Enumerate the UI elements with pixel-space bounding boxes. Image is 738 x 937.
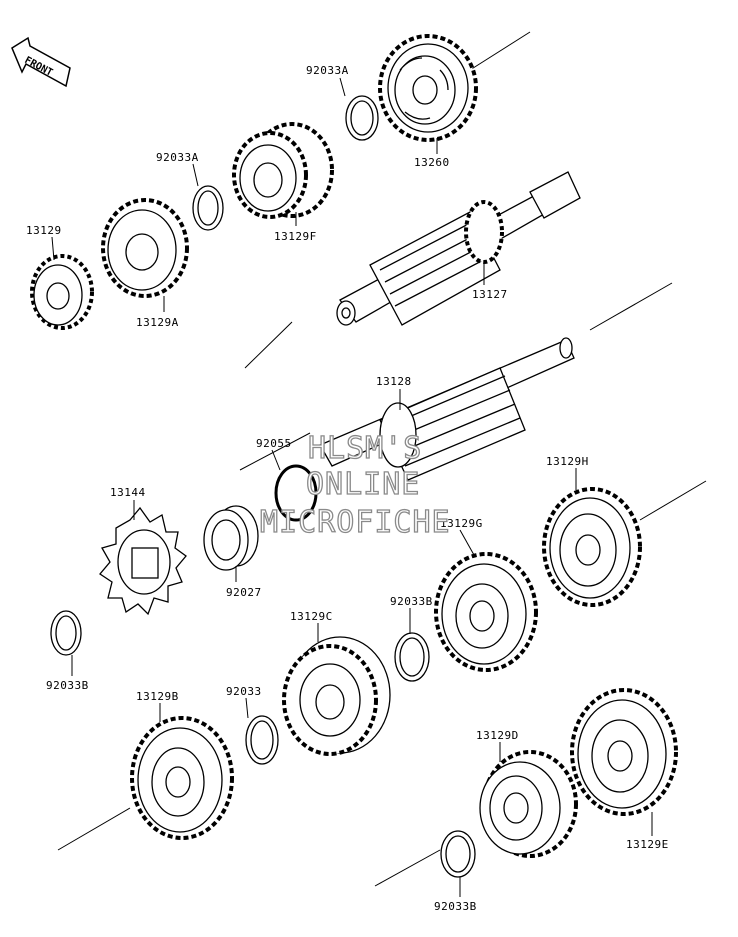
label-92033a-mid: 92033A — [156, 151, 199, 164]
watermark-line-3: MICROFICHE — [260, 505, 451, 540]
snap-ring-92033b-mid — [394, 632, 430, 682]
label-13129h: 13129H — [546, 455, 589, 468]
label-13144: 13144 — [110, 486, 146, 499]
label-13127: 13127 — [472, 288, 508, 301]
label-13129a: 13129A — [136, 316, 179, 329]
label-13129d: 13129D — [476, 729, 519, 742]
gear-13129h — [542, 487, 642, 607]
snap-ring-92033a-top — [345, 95, 379, 141]
snap-ring-92033a-mid — [192, 185, 224, 231]
label-13129: 13129 — [26, 224, 62, 237]
gear-13129c — [282, 636, 391, 756]
watermark-line-2: ONLINE — [306, 467, 420, 502]
label-13129b: 13129B — [136, 690, 179, 703]
label-13260: 13260 — [414, 156, 450, 169]
gear-13129d — [479, 750, 578, 858]
snap-ring-92033b-left — [50, 610, 82, 656]
snap-ring-92033 — [245, 715, 279, 765]
sprocket-13144 — [99, 506, 187, 616]
part-labels: 13260 92033A 92033A 13129F 13129 13129A … — [26, 64, 669, 913]
gear-13129e — [570, 688, 678, 816]
gear-13260 — [378, 34, 478, 142]
label-13129f: 13129F — [274, 230, 317, 243]
snap-ring-92033b-bottom — [440, 830, 476, 878]
label-92027: 92027 — [226, 586, 262, 599]
gear-13129 — [30, 254, 94, 330]
o-ring-92055 — [274, 464, 318, 522]
gear-13129b — [130, 716, 234, 840]
shaft-13127 — [336, 171, 581, 326]
leader-lines — [51, 77, 653, 897]
label-13129c: 13129C — [290, 610, 333, 623]
watermark-line-1: HLSM'S — [308, 431, 422, 466]
label-92055: 92055 — [256, 437, 292, 450]
axis-lines — [57, 31, 707, 887]
gear-13129f — [232, 122, 334, 219]
collar-92027 — [203, 505, 259, 571]
label-13129g: 13129G — [440, 517, 483, 530]
watermark: HLSM'S ONLINE MICROFICHE — [259, 430, 451, 540]
label-13129e: 13129E — [626, 838, 669, 851]
label-92033b-bottom: 92033B — [434, 900, 477, 913]
label-92033a-top: 92033A — [306, 64, 349, 77]
label-92033b-mid: 92033B — [390, 595, 433, 608]
shaft-13128 — [319, 337, 575, 481]
label-92033b-left: 92033B — [46, 679, 89, 692]
gear-13129a — [101, 198, 189, 298]
label-92033: 92033 — [226, 685, 262, 698]
front-arrow-icon: FRONT — [11, 36, 71, 88]
label-13128: 13128 — [376, 375, 412, 388]
gear-13129g — [434, 552, 538, 672]
